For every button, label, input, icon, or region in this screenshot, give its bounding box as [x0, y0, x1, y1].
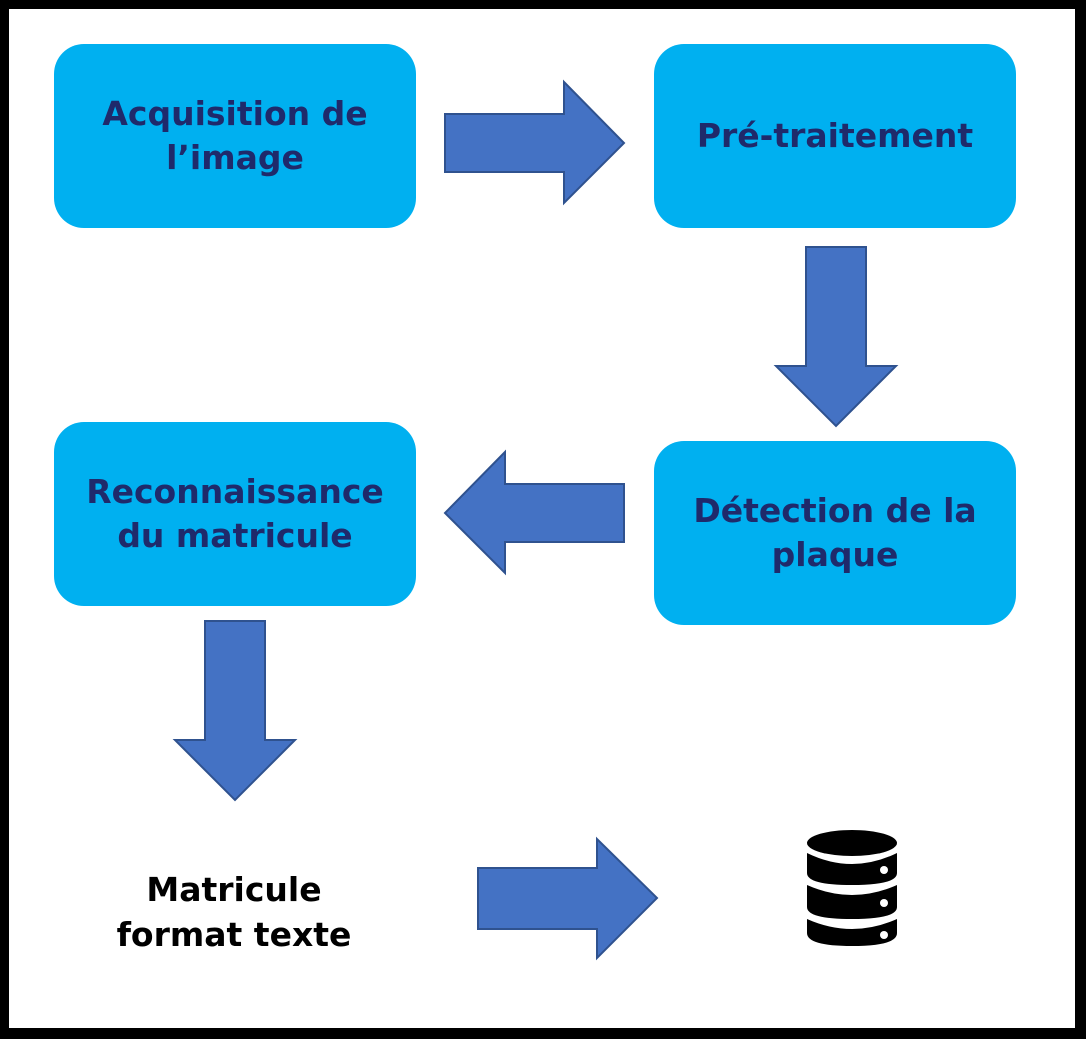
- step-detection-label: Détection de la plaque: [693, 491, 977, 574]
- arrow-right-shape: [444, 79, 626, 206]
- step-acquisition: Acquisition de l’image: [54, 44, 416, 228]
- step-detection: Détection de la plaque: [654, 441, 1016, 625]
- step-acquisition-label: Acquisition de l’image: [102, 94, 368, 177]
- arrow-right-shape: [477, 836, 659, 961]
- step-reconnaissance: Reconnaissance du matricule: [54, 422, 416, 606]
- database-icon: [807, 830, 897, 946]
- output-label: Matricule format texte: [116, 870, 352, 954]
- arrow-detection-to-reconnaissance: [443, 449, 625, 576]
- diagram-canvas: Acquisition de l’image Pré-traitement Dé…: [9, 9, 1075, 1028]
- step-pretraitement-label: Pré-traitement: [696, 116, 974, 155]
- arrow-pretraitement-to-detection: [773, 246, 899, 428]
- step-reconnaissance-label: Reconnaissance du matricule: [86, 472, 384, 555]
- arrow-output-to-database: [477, 836, 659, 961]
- arrow-down-shape: [773, 246, 899, 428]
- arrow-acquisition-to-pretraitement: [444, 79, 626, 206]
- arrow-left-shape: [443, 449, 625, 576]
- arrow-down-shape: [172, 620, 298, 802]
- arrow-reconnaissance-to-output: [172, 620, 298, 802]
- step-pretraitement: Pré-traitement: [654, 44, 1016, 228]
